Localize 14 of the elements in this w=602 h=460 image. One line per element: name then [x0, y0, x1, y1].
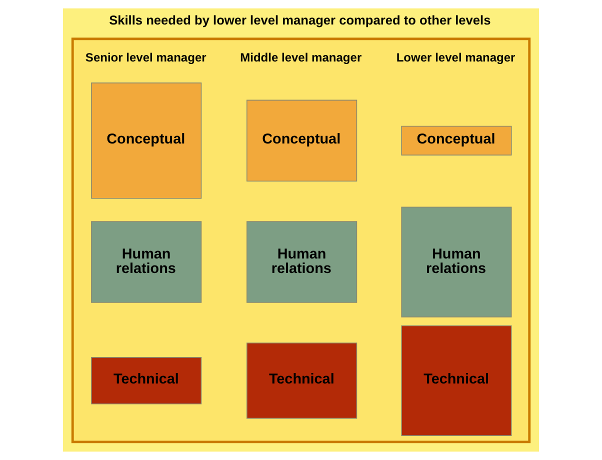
- node-box: Human relations: [246, 221, 358, 303]
- node-box: Conceptual: [91, 82, 202, 199]
- node-box: Conceptual: [246, 100, 358, 182]
- cluster: [71, 38, 531, 444]
- node-box: Human relations: [91, 221, 202, 303]
- node-box: Human relations: [401, 206, 512, 318]
- node-box: Technical: [246, 342, 358, 419]
- node-box: Technical: [91, 357, 202, 404]
- diagram-title: Skills needed by lower level manager compared to other levels: [109, 12, 491, 28]
- label: Middle level manager: [240, 50, 362, 65]
- node-box: Conceptual: [401, 126, 512, 156]
- node-box: Technical: [401, 325, 512, 436]
- label: Lower level manager: [396, 50, 516, 65]
- label: Senior level manager: [85, 50, 206, 65]
